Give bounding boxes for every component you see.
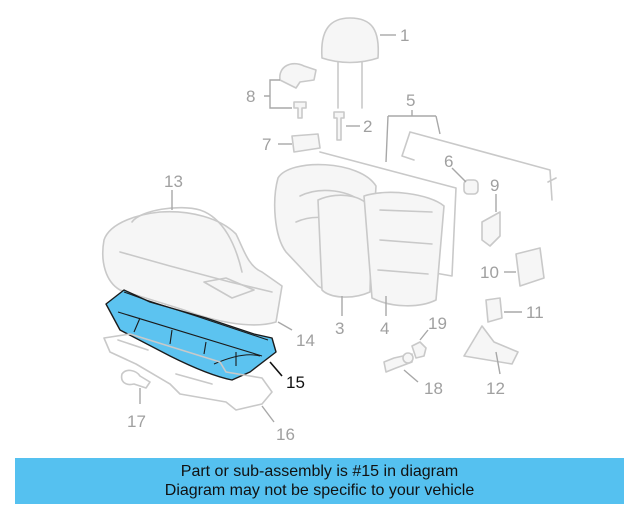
bushing-part[interactable] [463,179,479,195]
headrest-part[interactable] [321,17,380,109]
info-banner: Part or sub-assembly is #15 in diagram D… [15,458,624,504]
callout-18: 18 [424,379,443,398]
clip-part[interactable] [485,297,503,323]
callout-13: 13 [164,172,183,191]
callout-14: 14 [296,331,315,350]
nut-part[interactable] [411,341,427,359]
seat-frame-part-highlighted[interactable] [105,289,277,381]
callout-15: 15 [286,373,305,392]
seat-cushion-part[interactable] [102,206,283,326]
trim-cover-part[interactable] [515,247,545,287]
banner-line-2: Diagram may not be specific to your vehi… [164,482,475,499]
callout-19: 19 [428,314,447,333]
hook-part[interactable] [120,369,151,389]
callout-6: 6 [444,152,453,171]
callout-2: 2 [363,117,372,136]
callout-17: 17 [127,412,146,431]
callout-1: 1 [400,26,409,45]
callout-5: 5 [406,91,415,110]
callout-12: 12 [486,379,505,398]
callout-11: 11 [526,303,544,322]
banner-line-1: Part or sub-assembly is #15 in diagram [180,463,459,480]
lower-frame-part[interactable] [103,333,273,411]
knob-cover-part[interactable] [291,133,321,153]
callout-4: 4 [380,319,389,338]
callout-8: 8 [246,87,255,106]
headrest-guide-part[interactable] [333,111,345,141]
lock-knob-part[interactable] [279,62,317,119]
callout-7: 7 [262,135,271,154]
parts-diagram: 1 2 8 7 5 6 9 10 11 [102,17,557,444]
bracket-part[interactable] [481,211,501,247]
callout-10: 10 [480,263,499,282]
seatback-cover-part[interactable] [317,191,445,307]
hinge-cover-part[interactable] [463,325,519,365]
callout-16: 16 [276,425,295,444]
callout-9: 9 [490,176,499,195]
callout-3: 3 [335,319,344,338]
bolt-part[interactable] [383,352,414,373]
